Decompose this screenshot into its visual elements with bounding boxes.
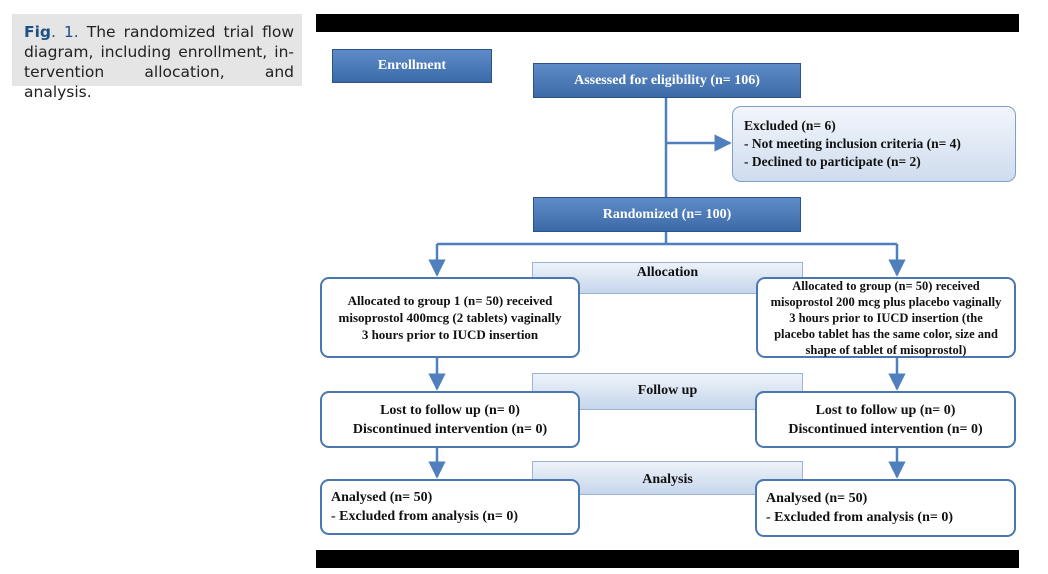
allocation-stage-label: Allocation [636, 265, 699, 280]
group2-allocation-line: Allocated to group (n= 50) received [792, 278, 980, 293]
group2-analysis-line: Analysed (n= 50) [766, 491, 868, 506]
excluded-box: Excluded (n= 6) - Not meeting inclusion … [732, 106, 1016, 182]
bottom-black-bar [316, 550, 1019, 568]
excluded-item: - Not meeting inclusion criteria (n= 4) [744, 136, 961, 151]
group1-followup-box: Lost to follow up (n= 0) Discontinued in… [320, 391, 580, 448]
figure-caption: Fig. 1. The randomized trial flow diagra… [12, 14, 302, 101]
excluded-title: Excluded (n= 6) [744, 118, 836, 133]
group2-allocation-line: placebo tablet has the same color, size … [774, 326, 998, 341]
group1-allocation-line: 3 hours prior to IUCD insertion [361, 327, 539, 342]
assessed-text: Assessed for eligibility (n= 106) [574, 72, 760, 88]
top-black-bar [316, 14, 1019, 32]
enrollment-box: Enrollment [332, 49, 492, 83]
group1-analysis-box: Analysed (n= 50) - Excluded from analysi… [320, 479, 580, 535]
group1-allocation-line: Allocated to group 1 (n= 50) received [347, 293, 553, 308]
randomized-box: Randomized (n= 100) [533, 197, 801, 232]
group2-followup-line: Discontinued intervention (n= 0) [788, 421, 983, 437]
followup-stage-label: Follow up [637, 383, 698, 398]
caption-label: Fig [24, 23, 51, 41]
enrollment-label: Enrollment [377, 58, 447, 73]
group2-analysis-line: - Excluded from analysis (n= 0) [766, 510, 954, 525]
group2-allocation-line: shape of tablet of misoprostol) [805, 342, 967, 357]
group2-analysis-box: Analysed (n= 50) - Excluded from analysi… [755, 479, 1016, 537]
group1-allocation-line: misoprostol 400mcg (2 tablets) vaginally [338, 310, 562, 325]
group2-followup-line: Lost to follow up (n= 0) [815, 402, 956, 418]
caption-text: The randomized trial flow diagram, inclu… [24, 23, 294, 101]
group1-followup-line: Discontinued intervention (n= 0) [352, 421, 548, 437]
assessed-box: Assessed for eligibility (n= 106) [533, 63, 801, 98]
group1-analysis-line: - Excluded from analysis (n= 0) [331, 509, 519, 524]
group1-allocation-box: Allocated to group 1 (n= 50) received mi… [320, 277, 580, 358]
group2-allocation-line: 3 hours prior to IUCD insertion (the [789, 310, 983, 325]
group2-allocation-line: misoprostol 200 mcg plus placebo vaginal… [770, 294, 1002, 309]
caption-number: . 1. [51, 23, 79, 41]
group1-followup-line: Lost to follow up (n= 0) [380, 402, 520, 418]
group2-allocation-box: Allocated to group (n= 50) received miso… [756, 277, 1016, 358]
excluded-item: - Declined to participate (n= 2) [744, 154, 921, 169]
group2-followup-box: Lost to follow up (n= 0) Discontinued in… [755, 391, 1016, 448]
randomized-text: Randomized (n= 100) [602, 206, 732, 222]
analysis-stage-label: Analysis [642, 472, 693, 487]
group1-analysis-line: Analysed (n= 50) [331, 490, 433, 505]
